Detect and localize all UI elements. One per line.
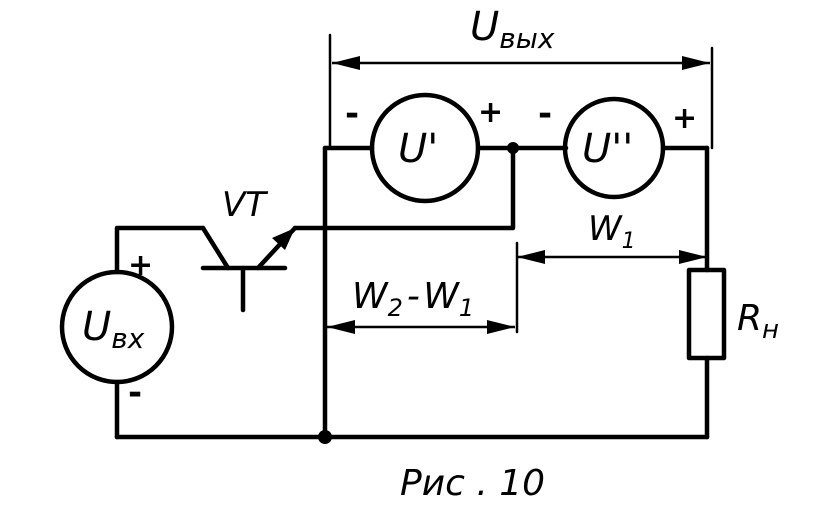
- junction-dot-top: [507, 142, 519, 154]
- label-w1: W1: [588, 209, 636, 254]
- polarity-u-double-prime-plus: +: [672, 101, 697, 136]
- label-transistor: VT: [222, 185, 268, 225]
- figure-caption: Рис . 10: [400, 463, 545, 504]
- label-w2-minus-w1: W2-W1: [352, 276, 474, 322]
- arrow-w1-left: [517, 250, 545, 264]
- load-resistor: [686, 267, 727, 361]
- wire-midpoint-tap: [292, 145, 516, 231]
- source-u-double-prime: [562, 96, 666, 200]
- transistor-vt: [200, 225, 298, 313]
- arrow-u-out-left: [332, 56, 360, 70]
- polarity-u-in-plus: +: [128, 248, 153, 283]
- source-u-prime: [369, 92, 481, 204]
- arrow-w2w1-right: [487, 320, 515, 334]
- polarity-u-prime-minus: -: [345, 94, 359, 134]
- source-u-in: [59, 269, 175, 385]
- arrow-w2w1-left: [327, 320, 355, 334]
- label-u-double-prime: U'': [582, 126, 633, 172]
- polarity-u-in-minus: -: [128, 373, 142, 413]
- label-u-in: Uвх: [82, 304, 145, 355]
- arrow-u-out-right: [682, 56, 710, 70]
- polarity-u-prime-plus: +: [478, 95, 503, 130]
- wires: [114, 145, 710, 440]
- transistor-emitter-arrow: [272, 228, 295, 250]
- polarity-u-double-prime-minus: -: [538, 94, 552, 134]
- dimension-lines: [327, 33, 714, 334]
- junction-dot-bottom: [318, 430, 332, 444]
- wire-input-top: [114, 225, 206, 275]
- transistor-collector: [200, 225, 231, 271]
- arrow-w1-right: [679, 250, 707, 264]
- label-u-prime: U': [398, 126, 438, 172]
- label-u-out: Uвых: [470, 4, 555, 55]
- label-r-load: Rн: [737, 298, 779, 345]
